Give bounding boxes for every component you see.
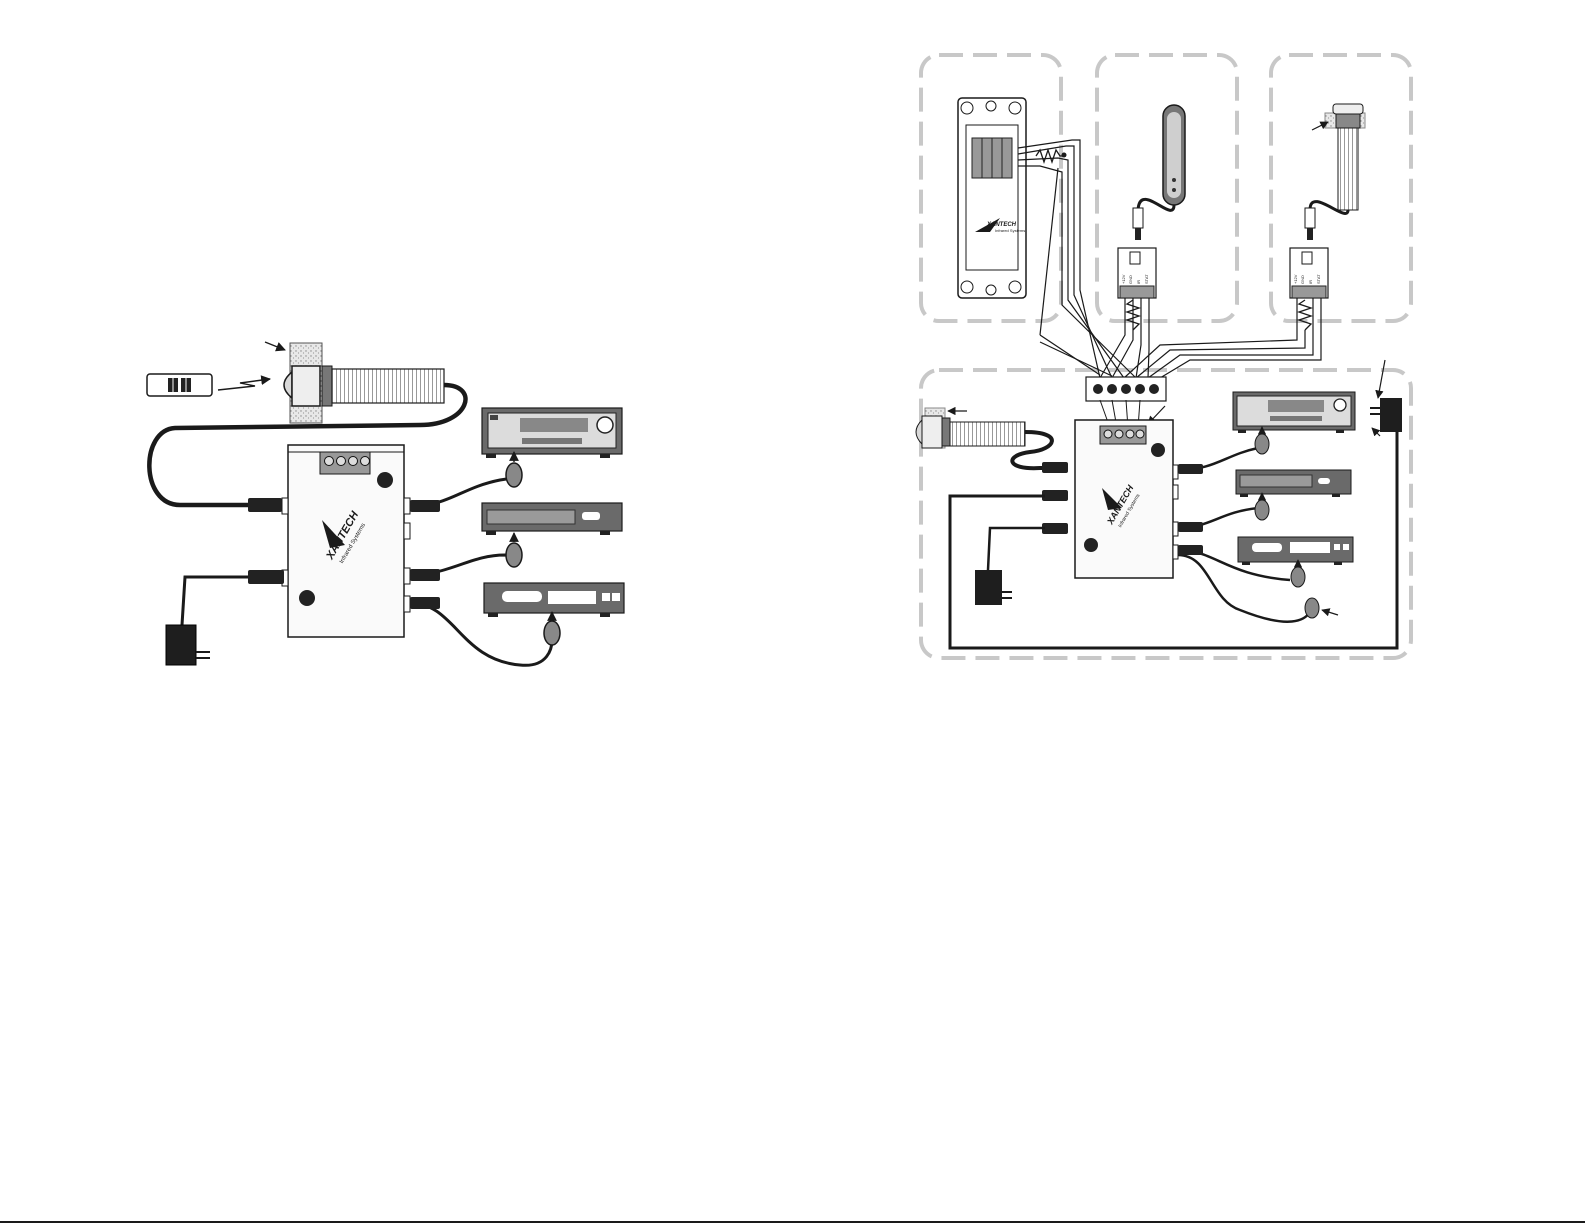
av-receiver xyxy=(1233,392,1355,433)
flush-ir-receiver xyxy=(1305,104,1365,240)
power-supply xyxy=(975,570,1012,605)
wall-arrow-icon xyxy=(265,342,285,350)
emitter-arrow-icon xyxy=(1322,610,1338,615)
ir-emitter xyxy=(506,463,522,487)
ir-emitter xyxy=(506,543,522,567)
connector-adapter: +12V GND IR STAT xyxy=(1118,248,1156,298)
dvd-player xyxy=(482,503,622,535)
pin-label: STAT xyxy=(1316,274,1321,284)
ir-receiver xyxy=(284,366,444,406)
ir-emitter xyxy=(1305,598,1319,618)
pin-label: GND xyxy=(1300,275,1305,284)
vcr-player xyxy=(1238,537,1353,565)
ir-receiver xyxy=(916,416,1025,448)
connector-adapter: +12V GND IR STAT xyxy=(1290,248,1328,298)
pin-label: +12V xyxy=(1293,274,1298,284)
ir-emitter xyxy=(1255,434,1269,454)
outlet-arrow-icon xyxy=(1372,428,1380,436)
connecting-block: XANTECH Infrared Systems xyxy=(282,445,410,637)
pin-label: GND xyxy=(1128,275,1133,284)
right-diagram: XANTECH Infrared Systems +12V GND IR STA… xyxy=(916,55,1411,658)
left-diagram: XANTECH Infrared Systems xyxy=(147,342,624,665)
resistor-icon xyxy=(1299,300,1311,330)
pin-label: IR xyxy=(1308,280,1313,284)
ir-signal-icon xyxy=(218,379,270,390)
av-receiver xyxy=(482,408,622,458)
wall-plate-keypad: XANTECH Infrared Systems xyxy=(958,98,1026,298)
dvd-player xyxy=(1236,470,1351,497)
pin-label: STAT xyxy=(1144,274,1149,284)
remote-control xyxy=(147,374,212,396)
connecting-block: XANTECH Infrared Systems xyxy=(1075,420,1178,578)
ir-emitter xyxy=(544,621,560,645)
keypad-subtitle-label: Infrared Systems xyxy=(995,228,1025,233)
ir-emitter xyxy=(1255,500,1269,520)
ir-emitter xyxy=(1291,567,1305,587)
outlet-arrow-icon xyxy=(1378,360,1385,398)
slim-ir-receiver xyxy=(1133,105,1185,240)
power-supply xyxy=(1370,398,1402,432)
pin-label: IR xyxy=(1136,280,1141,284)
receiver-plug xyxy=(248,498,282,512)
pin-label: +12V xyxy=(1121,274,1126,284)
vcr-player xyxy=(484,583,624,617)
power-supply xyxy=(166,570,284,665)
